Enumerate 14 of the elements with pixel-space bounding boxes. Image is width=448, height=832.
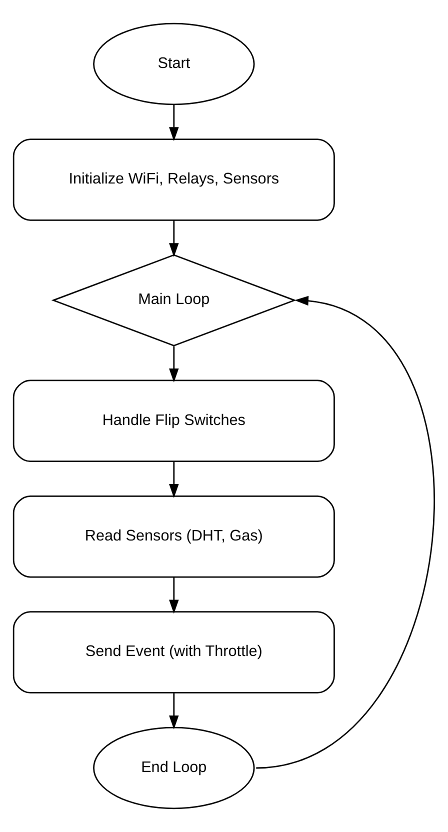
arrow — [169, 577, 179, 614]
node-ellipse: End Loop — [93, 726, 255, 810]
arrow — [169, 220, 179, 258]
node-box: Handle Flip Switches — [12, 380, 335, 462]
arrow — [169, 346, 179, 382]
node-box: Send Event (with Throttle) — [12, 611, 335, 694]
arrow — [169, 693, 179, 730]
node-ellipse: Start — [93, 22, 255, 106]
node-box: Initialize WiFi, Relays, Sensors — [12, 138, 335, 221]
arrow — [169, 104, 179, 142]
arrow — [256, 296, 435, 769]
arrow — [169, 462, 179, 498]
node-box: Read Sensors (DHT, Gas) — [12, 495, 335, 578]
node-diamond: Main Loop — [51, 254, 296, 346]
